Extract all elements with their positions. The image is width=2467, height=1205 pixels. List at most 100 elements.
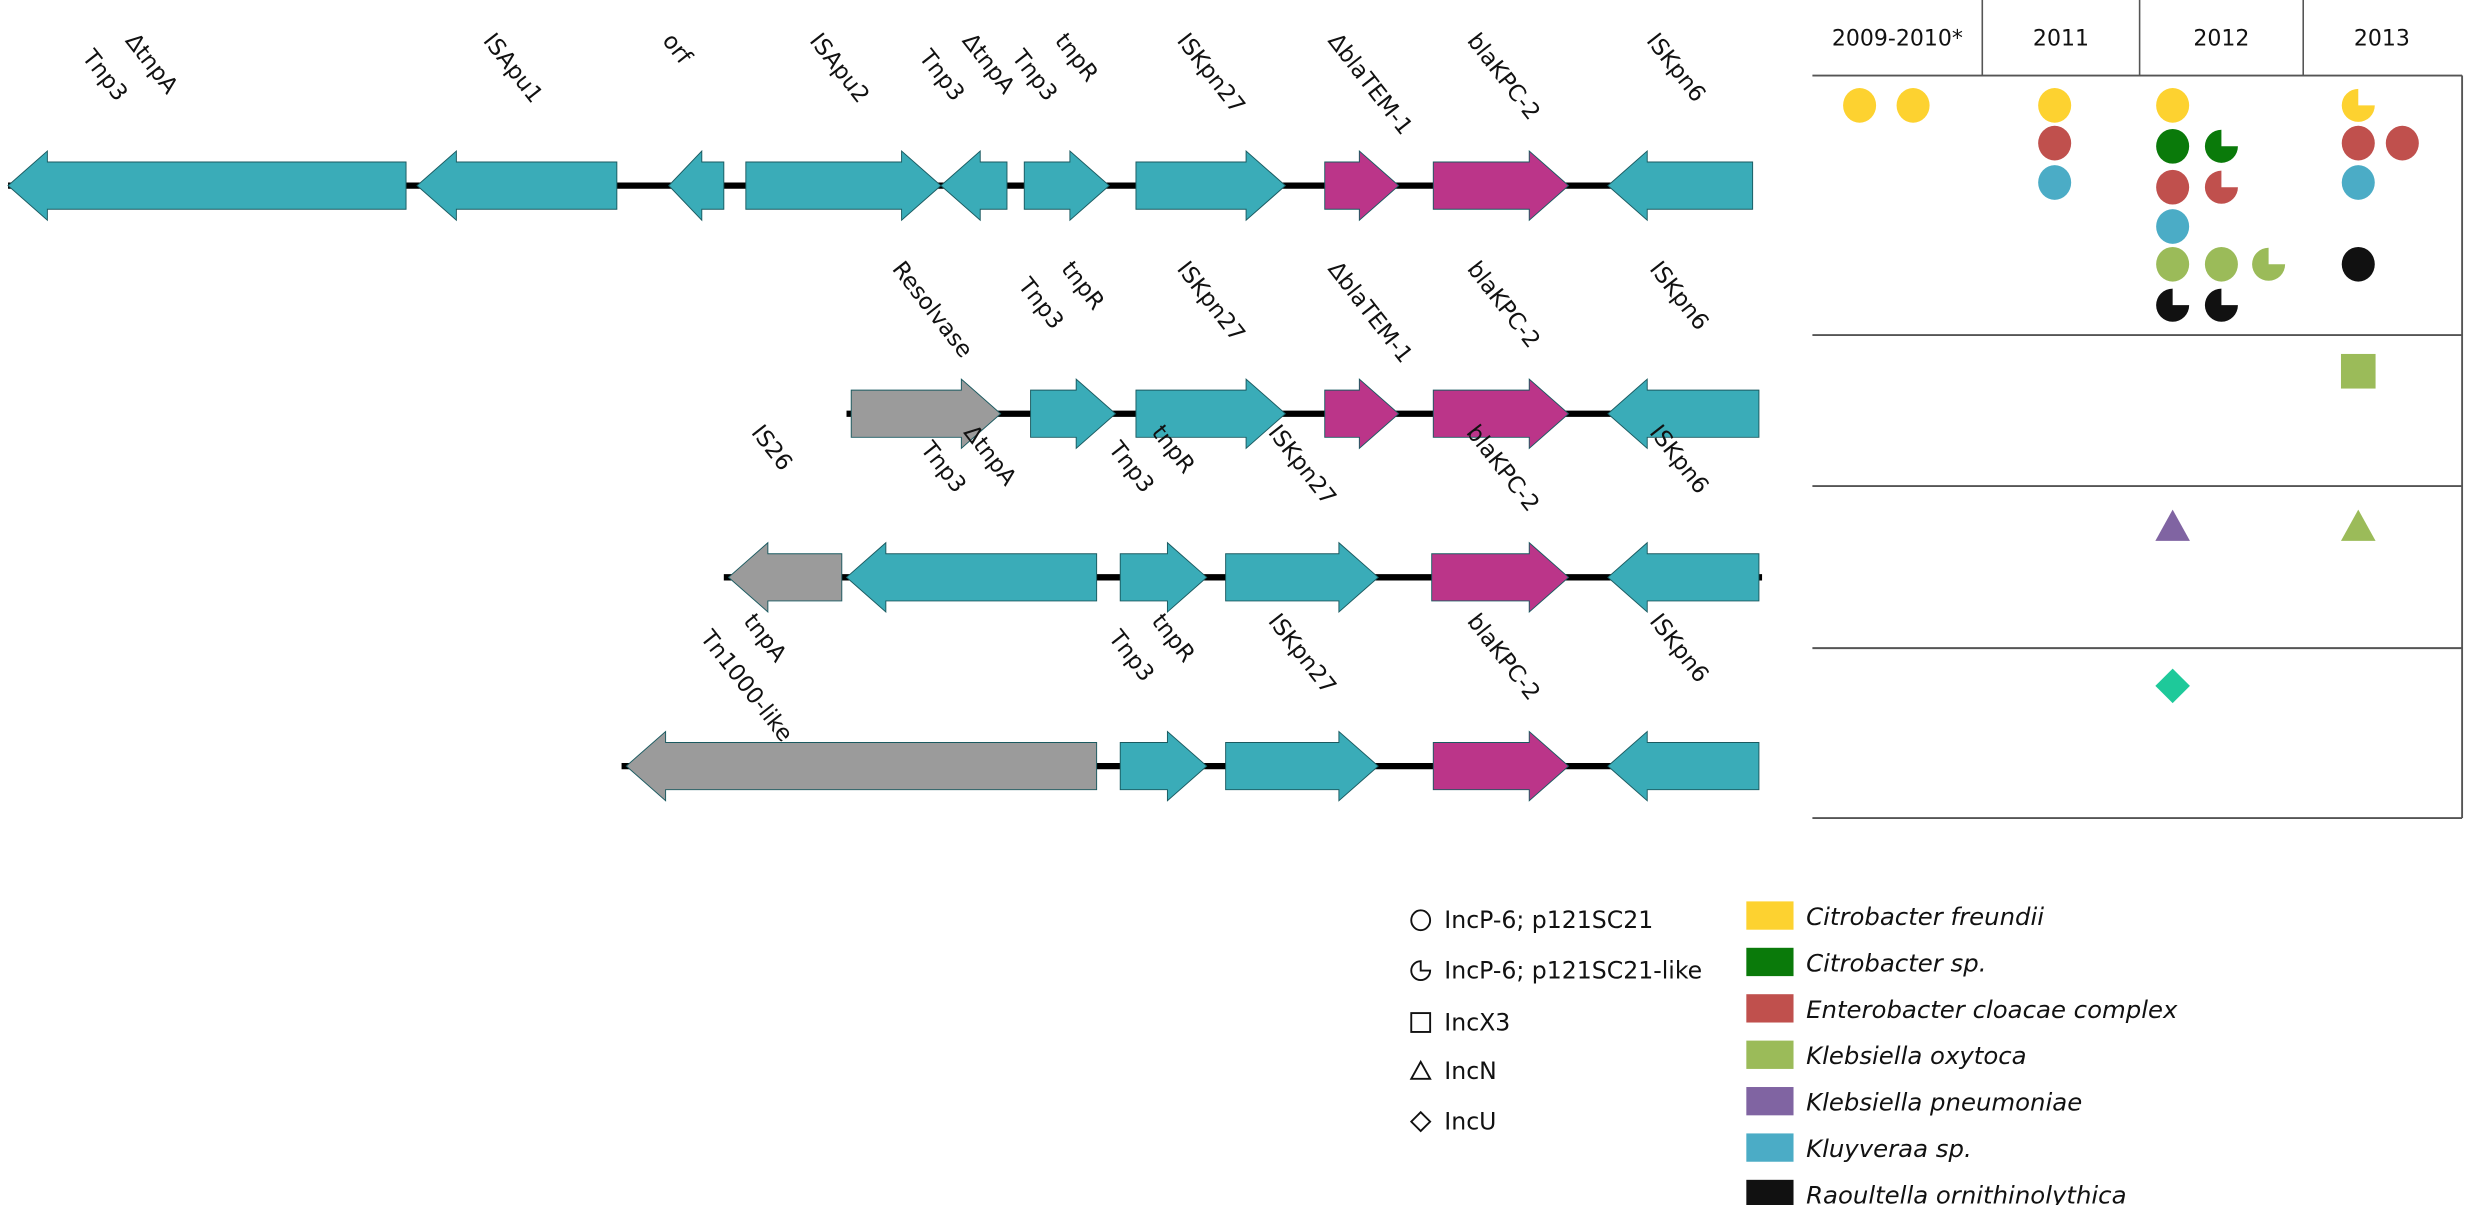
species-swatch	[1746, 1179, 1794, 1205]
gene-arrow	[668, 149, 725, 222]
legend-diamond-icon	[1409, 1110, 1432, 1133]
gene-arrow	[1225, 541, 1379, 613]
species-label: Citrobacter sp.	[1806, 948, 1986, 977]
year-header: 2011	[2033, 27, 2089, 52]
marker-circle	[2156, 128, 2190, 164]
marker-circle	[2038, 88, 2072, 123]
marker-circle	[2204, 246, 2238, 282]
gene-arrow	[850, 378, 1002, 450]
gene-label: blaKPC-2	[1462, 609, 1545, 705]
gene-label: blaKPC-2	[1462, 29, 1545, 125]
marker-square	[2340, 353, 2376, 389]
gene-arrow	[1023, 149, 1110, 222]
gene-label: tnpR	[1049, 29, 1103, 87]
legend-label: IncP-6; p121SC21	[1444, 906, 1653, 934]
gene-label: Tnp3	[1102, 625, 1158, 687]
marker-circle	[2156, 246, 2190, 282]
species-label: Kluyveraa sp.	[1806, 1134, 1972, 1163]
species-swatch	[1746, 994, 1794, 1023]
marker-triangle	[2155, 509, 2190, 541]
gene-label: Tnp3	[913, 44, 969, 106]
species-label: Klebsiella pneumoniae	[1806, 1088, 2082, 1117]
gene-label: ISKpn27	[1171, 29, 1249, 119]
marker-circle	[2341, 165, 2375, 200]
marker-circle	[2156, 88, 2190, 123]
marker-circle	[2038, 165, 2072, 200]
legend-label: IncU	[1444, 1107, 1496, 1135]
species-label: Enterobacter cloacae complex	[1806, 995, 2178, 1024]
gene-arrow	[1324, 378, 1400, 450]
gene-label: orf	[657, 29, 697, 70]
gene-label: ΔblaTEM-1	[1322, 29, 1417, 140]
marker-diamond	[2155, 668, 2190, 704]
year-header: 2009-2010*	[1832, 27, 1963, 52]
gene-arrow	[1432, 149, 1570, 222]
gene-label: tnpR	[1146, 609, 1200, 667]
species-swatch	[1746, 1087, 1794, 1116]
species-swatch	[1746, 1040, 1794, 1069]
marker-pie	[2341, 88, 2375, 122]
legend-label: IncP-6; p121SC21-like	[1444, 956, 1702, 984]
gene-label: Tnp3	[1102, 436, 1158, 498]
gene-label: ISApu1	[478, 29, 548, 109]
marker-circle	[2341, 246, 2375, 282]
gene-arrow	[1324, 149, 1400, 222]
markers	[1843, 88, 2419, 704]
gene-label: Tnp3	[76, 44, 132, 106]
gene-arrow	[1119, 541, 1208, 613]
marker-circle	[1843, 88, 1877, 123]
species-swatch	[1746, 901, 1794, 930]
legend-label: IncX3	[1444, 1008, 1510, 1036]
marker-circle	[2156, 169, 2190, 205]
gene-arrow	[940, 149, 1008, 222]
gene-label: ΔblaTEM-1	[1322, 257, 1417, 368]
gene-arrow	[1030, 378, 1117, 450]
gene-arrow	[1432, 730, 1570, 802]
marker-pie	[2204, 170, 2238, 204]
species-swatch	[1746, 947, 1794, 977]
gene-label: ISKpn27	[1263, 609, 1341, 699]
legend-square-icon	[1410, 1012, 1432, 1033]
gene-label: ISKpn27	[1171, 257, 1249, 347]
gene-arrow	[1119, 730, 1208, 802]
gene-arrow	[727, 541, 843, 613]
gene-arrow	[745, 149, 942, 222]
gene-arrow	[1225, 730, 1379, 802]
gene-label: tnpR	[1056, 257, 1110, 315]
gene-label: ISKpn6	[1644, 257, 1713, 336]
year-table: 2009-2010* 2011 2012 2013	[1812, 0, 2464, 819]
marker-triangle	[2340, 509, 2376, 541]
species-label: Klebsiella oxytoca	[1806, 1041, 2027, 1070]
legend-label: IncN	[1444, 1057, 1496, 1085]
legend-triangle-icon	[1409, 1059, 1432, 1080]
gene-arrow	[845, 541, 1098, 613]
gene-label: Tnp3	[1012, 272, 1068, 334]
year-header: 2013	[2354, 27, 2410, 52]
marker-circle	[1896, 88, 1930, 123]
year-header: 2012	[2193, 27, 2249, 52]
gene-arrow	[1607, 149, 1754, 222]
marker-pie	[2156, 288, 2190, 322]
species-label: Raoultella ornithinolythica	[1806, 1180, 2126, 1205]
gene-label: ISKpn6	[1644, 609, 1713, 688]
gene-arrow	[625, 730, 1098, 802]
gene-arrow	[1607, 541, 1760, 613]
gene-arrow	[416, 149, 618, 222]
gene-arrow	[1607, 378, 1760, 450]
legend-circle-icon	[1410, 909, 1432, 932]
gene-label: ISKpn6	[1641, 29, 1710, 108]
marker-circle	[2156, 209, 2190, 244]
species-swatch	[1746, 1133, 1794, 1162]
gene-label: tnpA	[738, 609, 792, 667]
marker-pie	[2252, 247, 2286, 281]
marker-circle	[2038, 125, 2072, 161]
gene-arrow	[1135, 378, 1287, 450]
marker-circle	[2341, 125, 2375, 161]
gene-label: blaKPC-2	[1462, 257, 1545, 353]
gene-arrow	[1431, 541, 1570, 613]
